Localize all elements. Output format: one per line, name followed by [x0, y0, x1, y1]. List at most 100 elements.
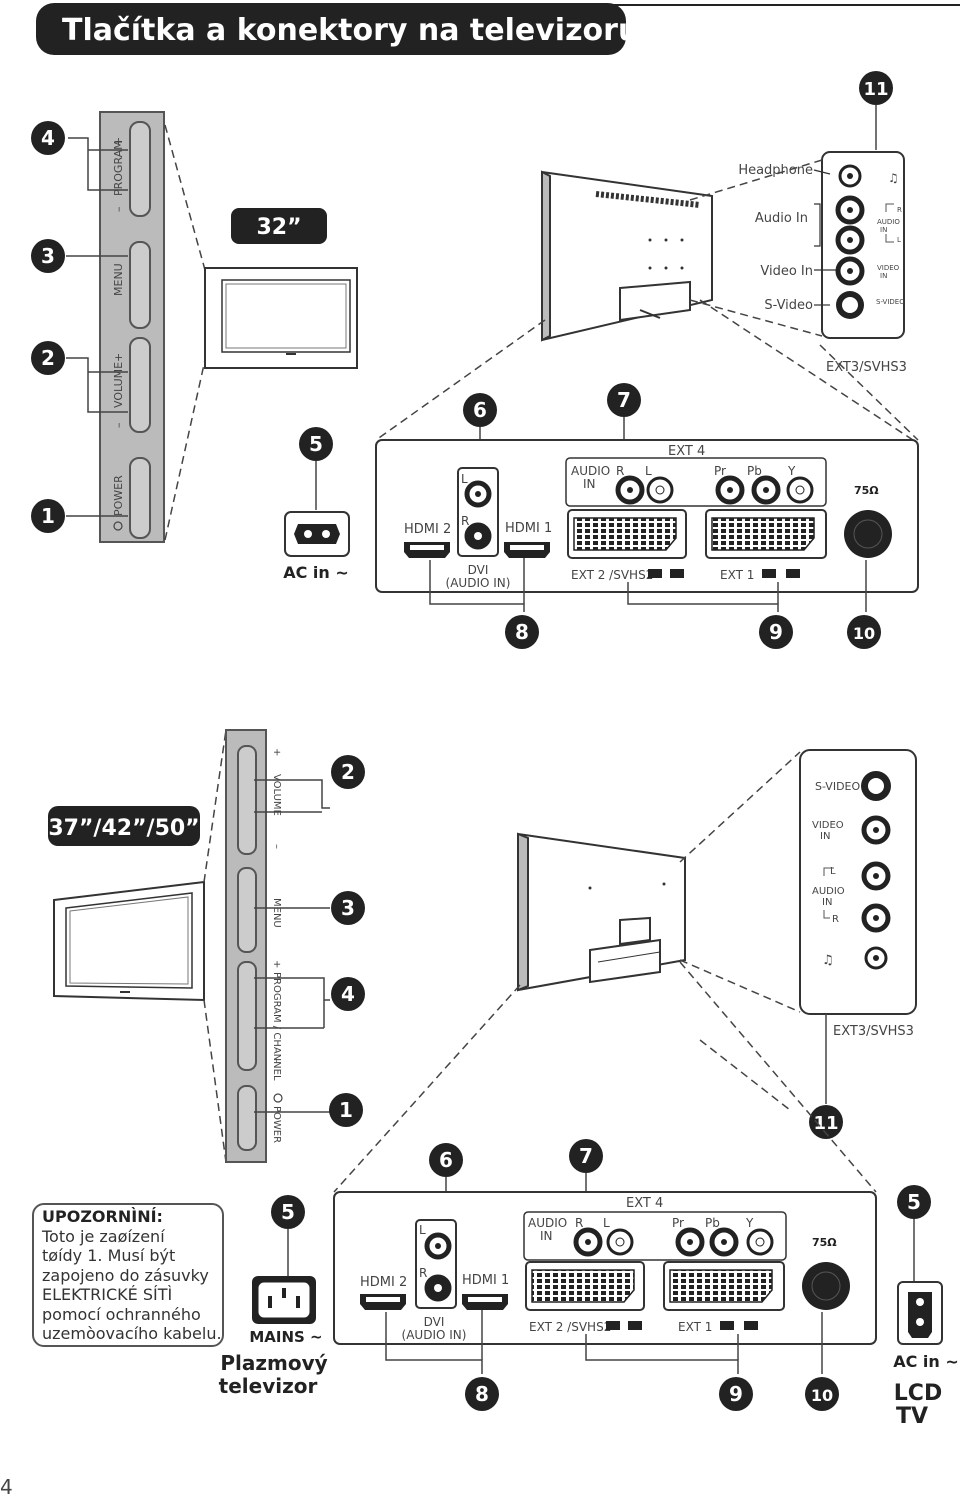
svg-text:EXT 2 /SVHS2: EXT 2 /SVHS2	[529, 1320, 611, 1334]
svg-text:–: –	[112, 207, 125, 213]
svg-text:IN: IN	[880, 226, 887, 234]
svg-text:1: 1	[41, 504, 55, 528]
svg-text:5: 5	[309, 432, 323, 456]
ext3-panel-32: Headphone Audio In Video In S-Video ♫ AU…	[738, 151, 907, 375]
svg-text:7: 7	[579, 1144, 593, 1168]
tv-rear-large	[517, 832, 686, 992]
svg-text:75Ω: 75Ω	[812, 1236, 837, 1249]
svg-text:11: 11	[863, 79, 888, 100]
svg-text:televizor: televizor	[219, 1374, 318, 1398]
volume-button	[129, 337, 151, 433]
svg-text:3: 3	[341, 896, 355, 920]
svg-text:L: L	[645, 464, 652, 478]
svg-text:VOLUME: VOLUME	[112, 362, 125, 408]
ext3-panel-large: S-VIDEO VIDEO IN L AUDIO IN R ♫ EXT3/SVH…	[799, 749, 917, 1039]
svg-text:♫: ♫	[888, 171, 899, 185]
side-button-panel-32: PROGRAM – + MENU VOLUME – + POWER	[99, 111, 165, 543]
svg-text:–: –	[271, 844, 282, 849]
svg-text:+: +	[112, 353, 125, 362]
svg-text:PROGRAM / CHANNEL: PROGRAM / CHANNEL	[271, 972, 282, 1081]
title-bar	[36, 3, 626, 55]
svg-text:LCD: LCD	[894, 1381, 942, 1406]
svg-text:(AUDIO IN): (AUDIO IN)	[446, 576, 511, 590]
svg-text:–: –	[112, 423, 125, 429]
svg-text:AC in ~: AC in ~	[283, 563, 349, 582]
svg-text:VIDEO: VIDEO	[877, 264, 900, 272]
warning-line: zapojeno do zásuvky	[42, 1265, 209, 1285]
warning-line: pomocí ochranného	[42, 1304, 201, 1324]
svg-text:PROGRAM: PROGRAM	[112, 140, 125, 196]
svg-text:AUDIO: AUDIO	[877, 218, 900, 226]
tv-rear-32	[541, 170, 713, 342]
callouts-top-left: 4 3 2 1	[31, 121, 65, 533]
svg-text:5: 5	[281, 1200, 295, 1224]
svg-text:L: L	[419, 1223, 426, 1237]
svg-text:EXT 1: EXT 1	[720, 568, 754, 582]
rear-panel-large: HDMI 2 HDMI 1 L R DVI (AUDIO IN) EXT 4 A…	[333, 1191, 877, 1345]
svg-text:♫: ♫	[822, 953, 834, 968]
svg-text:(AUDIO IN): (AUDIO IN)	[402, 1328, 467, 1342]
warning-title: UPOZORNÌNÍ:	[42, 1207, 163, 1226]
page-number: 4	[0, 1475, 13, 1499]
svg-text:HDMI 2: HDMI 2	[404, 522, 451, 537]
page-title: Tlačítka a konektory na televizoru	[62, 13, 639, 48]
svg-text:10: 10	[853, 624, 875, 643]
svg-text:L: L	[461, 472, 468, 486]
svg-text:Plazmový: Plazmový	[220, 1351, 327, 1375]
svg-text:S-VIDEO: S-VIDEO	[876, 298, 905, 306]
svg-text:Y: Y	[745, 1216, 754, 1230]
svg-text:VOLUME: VOLUME	[271, 774, 282, 816]
svg-text:11: 11	[813, 1113, 838, 1134]
svg-text:4: 4	[341, 982, 355, 1006]
svg-text:2: 2	[41, 346, 55, 370]
svg-text:S-VIDEO: S-VIDEO	[815, 780, 860, 793]
svg-text:DVI: DVI	[468, 563, 489, 577]
warning-note: UPOZORNÌNÍ: Toto je zaøízení tøídy 1. Mu…	[32, 1203, 224, 1347]
mains-socket-plasma: MAINS ~	[249, 1276, 323, 1346]
svg-text:DVI: DVI	[424, 1315, 445, 1329]
svg-text:2: 2	[341, 760, 355, 784]
svg-text:AUDIO: AUDIO	[571, 464, 610, 478]
svg-text:EXT 4: EXT 4	[668, 444, 705, 459]
side-button-panel-large: + VOLUME – MENU + PROGRAM / CHANNEL – PO…	[225, 729, 283, 1163]
svg-text:MENU: MENU	[271, 898, 282, 928]
svg-text:R: R	[616, 464, 624, 478]
svg-text:9: 9	[729, 1382, 743, 1406]
svg-text:Audio In: Audio In	[755, 211, 808, 226]
svg-text:VIDEO: VIDEO	[812, 820, 844, 831]
svg-text:EXT 2 /SVHS2: EXT 2 /SVHS2	[571, 568, 653, 582]
power-button	[129, 457, 151, 539]
svg-text:POWER: POWER	[271, 1106, 282, 1143]
svg-text:EXT3/SVHS3: EXT3/SVHS3	[826, 360, 907, 375]
svg-text:L: L	[830, 866, 836, 877]
warning-line: uzemòovacího kabelu.	[42, 1324, 222, 1343]
svg-text:+: +	[112, 137, 125, 146]
svg-text:EXT 4: EXT 4	[626, 1196, 663, 1211]
svg-text:R: R	[575, 1216, 583, 1230]
svg-text:MENU: MENU	[112, 263, 125, 296]
menu-button	[129, 241, 151, 329]
svg-text:3: 3	[41, 244, 55, 268]
tv-front-large	[53, 880, 205, 1002]
svg-text:POWER: POWER	[112, 475, 125, 516]
svg-text:7: 7	[617, 388, 631, 412]
svg-text:AC in ~: AC in ~	[893, 1352, 959, 1371]
svg-text:L: L	[603, 1216, 610, 1230]
svg-text:Pb: Pb	[705, 1216, 720, 1230]
svg-text:HDMI 1: HDMI 1	[505, 521, 552, 536]
svg-text:4: 4	[41, 126, 55, 150]
svg-text:5: 5	[907, 1190, 921, 1214]
svg-text:6: 6	[439, 1148, 453, 1172]
svg-text:R: R	[897, 206, 902, 214]
svg-text:9: 9	[769, 620, 783, 644]
svg-text:HDMI 1: HDMI 1	[462, 1273, 509, 1288]
svg-text:R: R	[461, 514, 469, 528]
svg-text:Pr: Pr	[714, 464, 726, 478]
svg-text:IN: IN	[822, 897, 832, 908]
warning-line: ELEKTRICKÉ SÍTÌ	[42, 1285, 173, 1304]
rear-panel-32: HDMI 2 HDMI 1 L R DVI (AUDIO IN) EXT 4 A…	[375, 439, 919, 593]
svg-text:Headphone: Headphone	[738, 163, 813, 178]
svg-text:R: R	[419, 1266, 427, 1280]
svg-text:R: R	[832, 914, 839, 925]
